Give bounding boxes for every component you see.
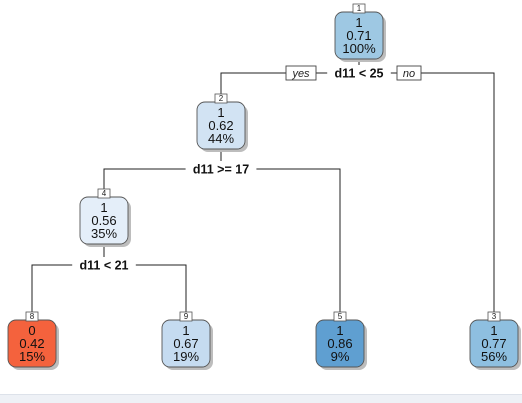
node-percentage: 100%	[342, 41, 376, 56]
node-class: 1	[182, 323, 189, 338]
node-id-tab	[214, 93, 228, 104]
nodes-layer: 110.71100%210.6244%410.5635%800.4215%910…	[7, 3, 521, 370]
node-id: 5	[338, 312, 343, 321]
edge-1	[220, 72, 495, 320]
split-label-4: d11 < 21	[80, 259, 129, 273]
branch-no-box	[396, 65, 422, 81]
branch-yes-box	[285, 65, 317, 81]
node-id: 2	[219, 94, 224, 103]
node-id: 1	[357, 4, 362, 13]
node-probability: 0.62	[208, 118, 233, 133]
node-id-tab	[487, 311, 501, 322]
edge-2	[103, 168, 341, 320]
node-probability: 0.86	[327, 336, 352, 351]
node-id: 9	[184, 312, 189, 321]
node-class: 1	[100, 200, 107, 215]
branch-yes-label: yes	[291, 68, 310, 80]
node-class: 1	[355, 15, 362, 30]
split-label-bg-4	[72, 257, 136, 273]
node-id: 4	[102, 189, 107, 198]
node-percentage: 9%	[331, 349, 350, 364]
node-id-tab	[333, 311, 347, 322]
node-class: 1	[490, 323, 497, 338]
tree-node-5: 5 10.869%	[315, 311, 367, 370]
node-class: 1	[336, 323, 343, 338]
node-probability: 0.71	[346, 28, 371, 43]
split-label-bg-1	[327, 65, 391, 81]
node-id-tab	[97, 188, 111, 199]
node-probability: 0.42	[19, 336, 44, 351]
split-labels-layer: d11 < 25 d11 >= 17 d11 < 21 yes no	[72, 65, 422, 273]
node-id: 3	[492, 312, 497, 321]
node-id: 8	[30, 312, 35, 321]
node-id-tab	[25, 311, 39, 322]
node-id-tab	[179, 311, 193, 322]
footer-strip	[0, 394, 522, 403]
edge-4	[31, 264, 187, 320]
node-id-tab	[352, 3, 366, 14]
node-percentage: 44%	[208, 131, 234, 146]
split-label-2: d11 >= 17	[193, 163, 249, 177]
node-percentage: 19%	[173, 349, 199, 364]
node-probability: 0.67	[173, 336, 198, 351]
branch-no-label: no	[403, 68, 415, 80]
split-label-bg-2	[185, 161, 257, 177]
node-percentage: 56%	[481, 349, 507, 364]
node-class: 1	[217, 105, 224, 120]
node-probability: 0.77	[481, 336, 506, 351]
node-probability: 0.56	[91, 213, 116, 228]
split-label-1: d11 < 25	[335, 67, 384, 81]
node-class: 0	[28, 323, 35, 338]
node-percentage: 15%	[19, 349, 45, 364]
node-percentage: 35%	[91, 226, 117, 241]
